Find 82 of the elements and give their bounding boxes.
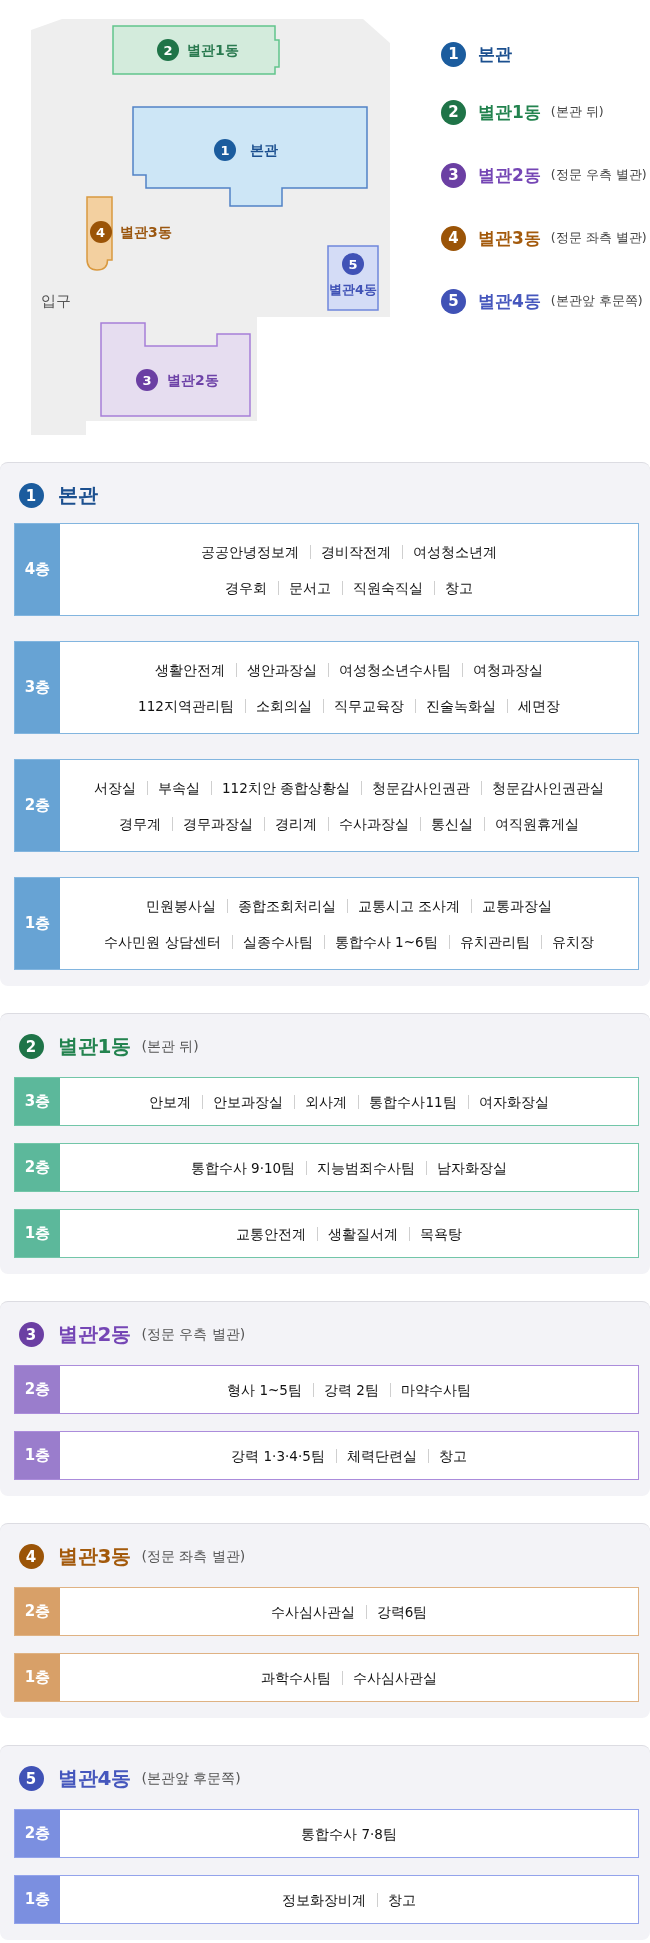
number-badge: 1 [18,483,44,508]
floor-row [14,1653,639,1702]
floor-tab: 2층 [15,1588,60,1635]
location-note: (정문 좌측 별관) [550,229,647,247]
building-name: 별관1동 [478,100,541,124]
floor-tab: 2층 [15,760,60,851]
number-badge: 4 [441,225,466,251]
building-panel [0,1301,650,1496]
floor-tab: 1층 [15,878,60,969]
room-name: 안보계 [148,1093,193,1110]
number-badge: 3 [441,162,466,188]
floor-row [14,1209,639,1258]
room-name: 서장실 [92,779,137,796]
number-badge: 3 [18,1322,44,1347]
floor-tab: 1층 [15,1210,60,1257]
room-name: 정보화장비계 [281,1891,367,1908]
floor-tab: 2층 [15,1144,60,1191]
floor-row [14,1431,639,1480]
building-panel [0,1523,650,1718]
floor-row [14,641,639,734]
floor-row [14,1077,639,1126]
number-badge: 4 [18,1544,44,1569]
floor-row [14,877,639,970]
floor-tab: 1층 [15,1654,60,1701]
location-note: (정문 우측 별관) [141,1325,246,1344]
room-name: 경무계 [118,815,162,832]
floor-row [14,1143,639,1192]
entrance-label: 입구 [41,291,71,311]
number-badge: 5 [18,1766,44,1791]
floor-tab: 2층 [15,1810,60,1857]
floor-tab: 3층 [15,642,60,733]
building-name: 본관 [478,42,512,66]
room-name: 과학수사팀 [260,1669,332,1686]
building-name: 별관2동 [167,371,219,389]
building-title: 별관1동 [57,1034,132,1059]
floor-row [14,523,639,616]
floor-tab: 4층 [15,524,60,615]
floor-row [14,1587,639,1636]
floor-tab: 1층 [15,1432,60,1479]
number-badge: 2 [441,99,466,125]
building-panel [0,1745,650,1940]
location-note: (본관앞 후문쪽) [141,1769,241,1788]
location-note: (본관 뒤) [141,1037,199,1056]
room-name: 112지역관리팀 [137,697,235,714]
building-panel [0,1013,650,1274]
floor-tab: 3층 [15,1078,60,1125]
room-name: 수사민원 상담센터 [103,933,222,950]
location-note: (정문 좌측 별관) [141,1547,246,1566]
room-name: 민원봉사실 [144,897,217,914]
building-name: 별관4동 [478,289,541,313]
room-name: 생활안전계 [154,661,226,678]
building-name: 별관2동 [478,163,541,187]
building-name: 별관4동 [327,281,378,299]
floor-tab: 1층 [15,1876,60,1923]
floor-row [14,1875,639,1924]
room-name: 수사심사관실 [269,1603,356,1620]
room-name: 경우회 [224,579,268,596]
room-name: 통합수사 9·10팀 [189,1159,297,1176]
floor-row [14,759,639,852]
location-note: (본관앞 후문쪽) [550,292,643,310]
building-name: 본관 [250,141,278,159]
number-badge: 2 [18,1034,44,1059]
room-name: 통합수사 7·8팀 [300,1825,398,1842]
floor-row [14,1809,639,1858]
building-title: 본관 [57,483,98,508]
building-title: 별관4동 [57,1766,132,1791]
location-note: (정문 우측 별관) [550,166,647,184]
building-title: 별관3동 [57,1544,132,1569]
number-badge: 5 [441,288,466,314]
room-name: 교통안전계 [235,1225,307,1242]
location-note: (본관 뒤) [550,103,604,121]
building-title: 별관2동 [57,1322,132,1347]
building-panel [0,462,650,986]
building-name: 별관3동 [478,226,541,250]
building-name: 별관3동 [120,223,172,241]
number-badge: 1 [441,41,466,67]
building-name: 별관1동 [187,41,239,59]
room-name: 강력 1·3·4·5팀 [230,1447,326,1464]
room-name: 공공안녕정보계 [200,543,300,560]
room-name: 형사 1~5팀 [226,1381,303,1398]
floor-row [14,1365,639,1414]
floor-tab: 2층 [15,1366,60,1413]
